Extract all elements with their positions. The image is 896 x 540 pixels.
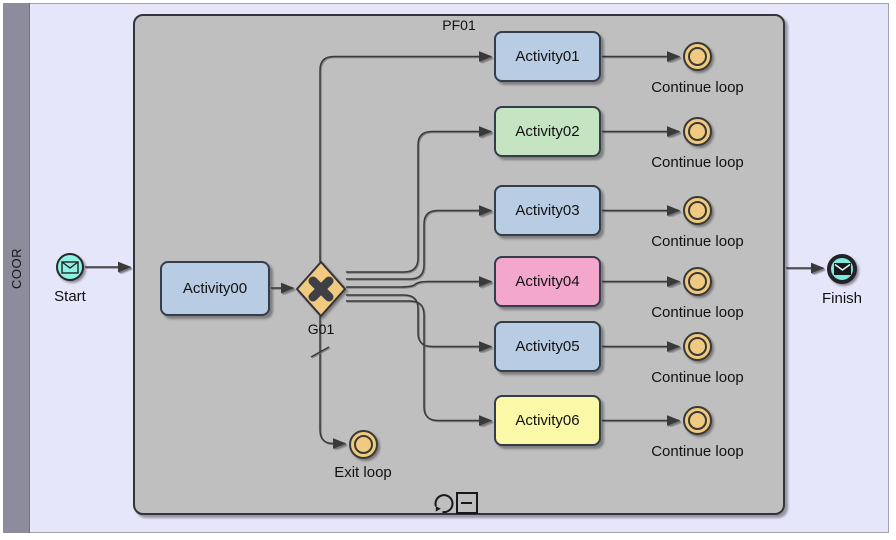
task-activity06-label: Activity06 — [515, 412, 580, 429]
end-event-inner-circle — [354, 435, 373, 454]
end-event-continue-6[interactable] — [683, 406, 712, 435]
gateway-label: G01 — [307, 321, 335, 337]
task-activity03[interactable]: Activity03 — [494, 185, 601, 236]
task-activity06[interactable]: Activity06 — [494, 395, 601, 446]
finish-event[interactable] — [827, 254, 857, 284]
start-event[interactable] — [56, 253, 84, 281]
task-activity04-label: Activity04 — [515, 273, 580, 290]
task-activity00-label: Activity00 — [182, 280, 248, 297]
message-envelope-icon — [61, 260, 79, 274]
end-event-continue-2[interactable] — [683, 117, 712, 146]
end-event-continue-3-label: Continue loop — [651, 233, 744, 250]
end-event-inner-circle — [688, 411, 707, 430]
task-activity03-label: Activity03 — [515, 202, 580, 219]
end-event-inner-circle — [688, 47, 707, 66]
end-event-continue-2-label: Continue loop — [651, 154, 744, 171]
end-event-continue-5-label: Continue loop — [651, 369, 744, 386]
end-event-continue-1-label: Continue loop — [651, 79, 744, 96]
loop-marker-icon — [434, 494, 454, 514]
finish-event-label: Finish — [821, 290, 862, 307]
task-activity02-label: Activity02 — [515, 123, 580, 140]
end-event-inner-circle — [688, 122, 707, 141]
subprocess-title: PF01 — [442, 17, 476, 33]
end-event-continue-5[interactable] — [683, 332, 712, 361]
collapse-subprocess-icon[interactable] — [456, 492, 478, 514]
task-activity01[interactable]: Activity01 — [494, 31, 601, 82]
task-activity01-label: Activity01 — [515, 48, 580, 65]
end-event-continue-1[interactable] — [683, 42, 712, 71]
end-event-continue-6-label: Continue loop — [651, 443, 744, 460]
end-event-continue-3[interactable] — [683, 196, 712, 225]
lane-label: COOR — [8, 247, 24, 289]
end-event-exit-loop[interactable] — [349, 430, 378, 459]
end-event-continue-4[interactable] — [683, 267, 712, 296]
start-event-label: Start — [54, 288, 86, 305]
exclusive-gateway-g01[interactable] — [294, 259, 348, 319]
end-event-inner-circle — [688, 337, 707, 356]
end-event-inner-circle — [688, 272, 707, 291]
exit-loop-label: Exit loop — [334, 464, 392, 481]
lane-header[interactable]: COOR — [3, 3, 30, 533]
end-event-inner-circle — [688, 201, 707, 220]
task-activity05-label: Activity05 — [515, 338, 580, 355]
end-event-continue-4-label: Continue loop — [651, 304, 744, 321]
message-envelope-filled-icon — [833, 263, 851, 275]
task-activity02[interactable]: Activity02 — [494, 106, 601, 157]
task-activity05[interactable]: Activity05 — [494, 321, 601, 372]
gateway-x-marker-icon — [308, 276, 334, 302]
task-activity00[interactable]: Activity00 — [160, 261, 270, 316]
task-activity04[interactable]: Activity04 — [494, 256, 601, 307]
